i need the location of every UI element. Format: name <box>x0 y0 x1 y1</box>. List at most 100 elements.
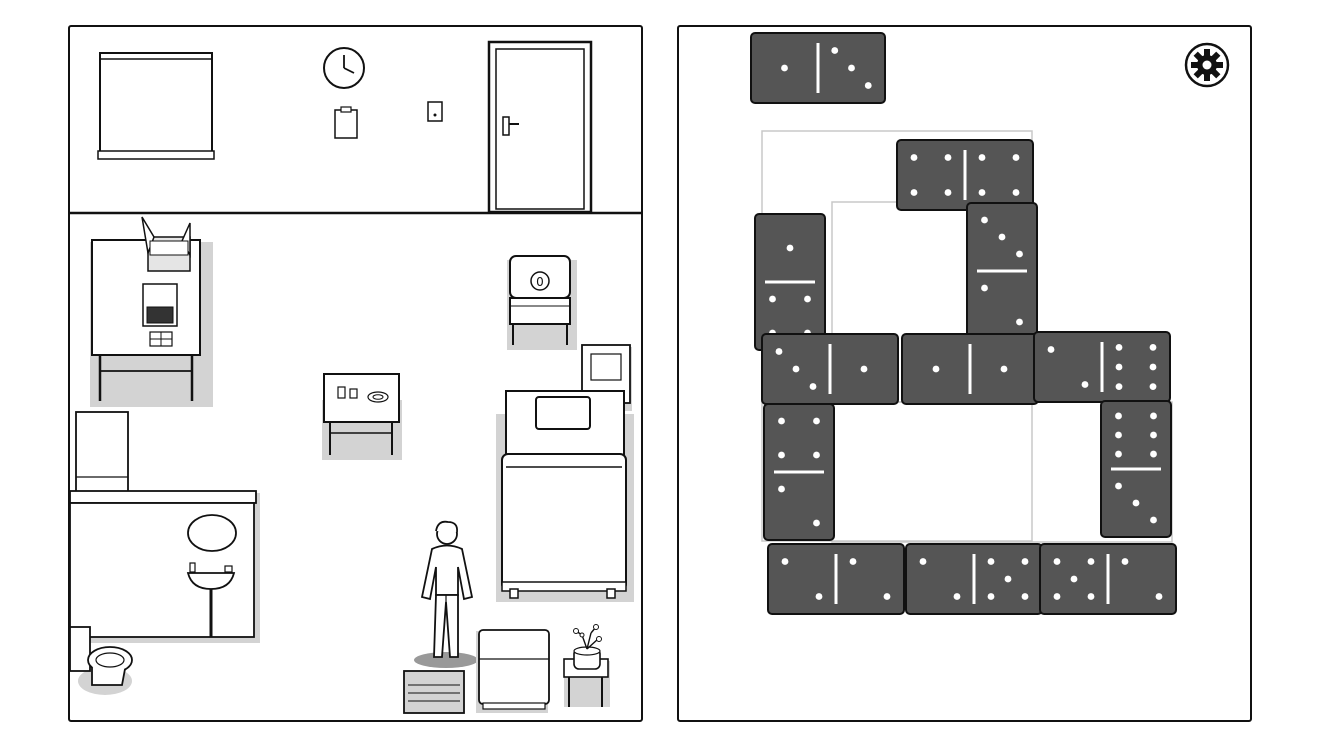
domino-pip <box>1000 365 1008 373</box>
domino-pip <box>1021 593 1029 600</box>
domino-pip <box>1115 344 1123 351</box>
domino-pip <box>1115 383 1123 390</box>
domino-pip <box>987 558 995 565</box>
person[interactable] <box>414 520 478 668</box>
domino-pip <box>813 519 820 527</box>
domino-pip <box>781 64 788 72</box>
domino-pip <box>813 417 820 425</box>
domino-pip <box>849 558 857 565</box>
domino-pip <box>778 417 785 425</box>
domino-pip <box>860 365 868 373</box>
domino-tile-2[interactable] <box>754 213 826 351</box>
domino-pip <box>1053 593 1061 600</box>
domino-pip <box>1115 363 1123 371</box>
domino-pip <box>944 154 952 161</box>
room-scene: 0 <box>70 40 641 714</box>
domino-pip <box>781 558 789 565</box>
step-box[interactable] <box>403 670 465 714</box>
domino-pip <box>981 284 988 292</box>
domino-pip <box>769 295 776 303</box>
domino-tile-3[interactable] <box>966 202 1038 340</box>
domino-pip <box>1115 431 1122 439</box>
mirror[interactable] <box>187 514 237 552</box>
domino-tile-7[interactable] <box>763 403 835 541</box>
domino-pip <box>944 189 952 196</box>
wheelchair[interactable]: 0 <box>507 255 577 350</box>
cardboard-box[interactable] <box>141 216 191 272</box>
domino-tile-1[interactable] <box>896 139 1034 211</box>
domino-tile-11[interactable] <box>1039 543 1177 615</box>
domino-board <box>750 32 1177 615</box>
domino-pip <box>953 593 961 600</box>
domino-pip <box>1012 189 1020 196</box>
bed[interactable] <box>496 390 634 602</box>
domino-pip <box>1149 363 1157 371</box>
plant-pot[interactable] <box>573 624 602 670</box>
domino-pip <box>1047 346 1055 353</box>
domino-pip <box>813 451 820 459</box>
domino-pip <box>1081 381 1089 388</box>
domino-tile-5[interactable] <box>901 333 1039 405</box>
domino-pip <box>1070 575 1078 583</box>
domino-pip <box>1115 450 1122 458</box>
toilet[interactable] <box>70 626 133 695</box>
domino-pip <box>1150 431 1157 439</box>
domino-pip <box>978 154 986 161</box>
domino-tile-4[interactable] <box>761 333 899 405</box>
domino-pip <box>1121 558 1129 565</box>
nightstand[interactable] <box>476 629 550 713</box>
domino-pip <box>1012 154 1020 161</box>
domino-pip <box>1087 593 1095 600</box>
domino-pip <box>1115 482 1122 490</box>
window[interactable] <box>97 52 215 160</box>
domino-pip <box>1053 558 1061 565</box>
domino-pip <box>1087 558 1095 565</box>
domino-pip <box>1016 318 1023 326</box>
wheelchair-counter: 0 <box>536 275 544 289</box>
domino-pip <box>910 189 918 196</box>
domino-pip <box>848 64 855 72</box>
domino-pip <box>792 365 800 373</box>
small-table[interactable] <box>322 373 402 460</box>
cabinet[interactable] <box>75 411 129 495</box>
domino-pip <box>804 295 811 303</box>
domino-pip <box>1149 383 1157 390</box>
light-switch[interactable] <box>427 101 443 122</box>
settings-button[interactable] <box>1183 41 1231 89</box>
domino-tile-8[interactable] <box>1100 400 1172 538</box>
kitchen-appliance[interactable] <box>142 283 178 347</box>
domino-pip <box>1150 450 1157 458</box>
sink[interactable] <box>186 562 236 637</box>
domino-pip <box>778 451 785 459</box>
domino-pip <box>778 485 785 493</box>
domino-pip <box>919 558 927 565</box>
domino-tile-10[interactable] <box>905 543 1043 615</box>
domino-pip <box>910 154 918 161</box>
domino-pip <box>1004 575 1012 583</box>
domino-pip <box>981 216 988 224</box>
domino-pip <box>831 47 839 54</box>
clipboard[interactable] <box>334 106 358 139</box>
domino-pip <box>786 244 794 252</box>
domino-pip <box>1150 412 1157 420</box>
domino-pip <box>1021 558 1029 565</box>
domino-pip <box>815 593 823 600</box>
room-panel: 0 <box>68 25 643 722</box>
held-domino-tile[interactable] <box>750 32 886 104</box>
domino-pip <box>1115 412 1122 420</box>
domino-pip <box>775 348 783 355</box>
cups[interactable] <box>337 386 389 403</box>
domino-tile-9[interactable] <box>767 543 905 615</box>
domino-pip <box>809 383 817 390</box>
domino-tile-6[interactable] <box>1033 331 1171 403</box>
domino-pip <box>864 82 872 89</box>
wall-clock[interactable] <box>323 47 365 89</box>
domino-pip <box>1149 344 1157 351</box>
domino-pip <box>1132 499 1140 507</box>
domino-pip <box>978 189 986 196</box>
domino-pip <box>1150 516 1157 524</box>
gear-icon <box>1184 42 1230 88</box>
puzzle-panel <box>677 25 1252 722</box>
door[interactable] <box>487 40 593 214</box>
domino-pip <box>987 593 995 600</box>
